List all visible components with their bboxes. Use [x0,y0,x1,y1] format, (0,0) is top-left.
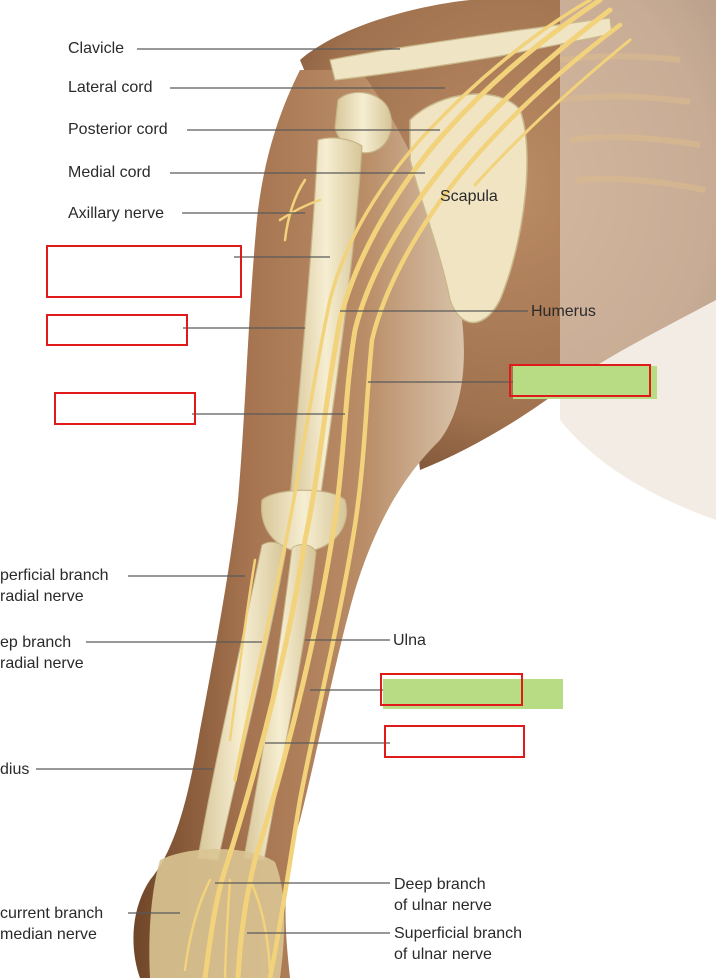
label-deep-radial-2: radial nerve [0,655,84,672]
label-deep-ulnar-1: Deep branch [394,876,486,893]
answer-box-2[interactable] [46,314,188,346]
label-superficial-ulnar-1: Superficial branch [394,925,523,942]
label-deep-ulnar-2: of ulnar nerve [394,897,492,914]
label-humerus: Humerus [531,303,596,320]
label-ulna: Ulna [393,632,426,649]
label-clavicle: Clavicle [68,40,125,57]
label-superficial-radial-1: perficial branch [0,567,109,584]
label-posterior-cord: Posterior cord [68,121,168,138]
answer-box-6[interactable] [384,725,525,758]
label-superficial-ulnar-2: of ulnar nerve [394,946,492,963]
answer-highlight-4 [513,366,657,399]
label-radius: dius [0,761,30,778]
label-deep-radial-1: ep branch [0,634,72,651]
label-lateral-cord: Lateral cord [68,79,153,96]
answer-box-5[interactable] [380,673,523,706]
scapula-shape [409,93,528,324]
label-recurrent-median-1: current branch [0,905,104,922]
label-medial-cord: Medial cord [68,164,151,181]
label-superficial-radial-2: radial nerve [0,588,84,605]
label-scapula: Scapula [440,188,498,205]
nerve-bundle [183,0,632,978]
answer-box-4[interactable] [509,364,651,397]
answer-box-3[interactable] [54,392,196,425]
elbow-joint [260,489,348,553]
label-recurrent-median-2: median nerve [0,926,97,943]
leader-lines [36,48,528,934]
answer-box-1[interactable] [46,245,242,298]
rib-hints [559,53,706,193]
label-axillary-nerve: Axillary nerve [68,205,165,222]
